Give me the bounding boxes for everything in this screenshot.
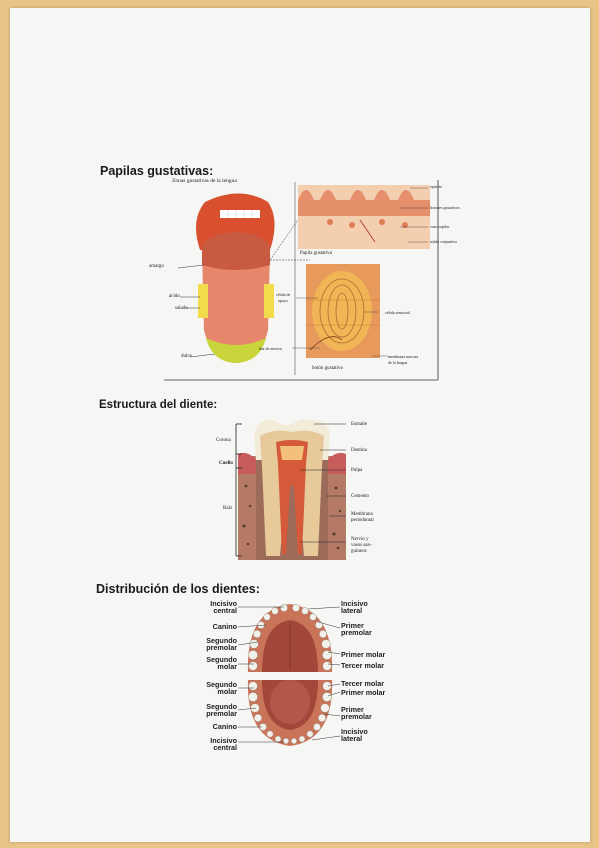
label-boton-gustativo: botón gustativo — [312, 366, 343, 371]
label-segundo-premolar-bot: Segundo premolar — [206, 702, 237, 718]
label-celula-sensorial: célula sensorial — [385, 310, 410, 315]
label-papila-gustativa: Papila gustativa — [300, 251, 332, 256]
label-primer-premolar-bot: Primer premolar — [341, 705, 372, 721]
label-salado: salado — [175, 306, 188, 311]
label-canino-top: Canino — [212, 622, 237, 631]
label-membrana-1: Membrana — [351, 512, 373, 517]
label-primer-premolar-top: Primer premolar — [341, 621, 372, 637]
dental-leader-lines — [237, 606, 341, 743]
label-incisivo-central-bot: Incisivo central — [210, 736, 237, 752]
label-haz-nervios: haz de nervios — [259, 346, 283, 351]
label-nervio-1: Nervio y — [351, 537, 369, 542]
label-segundo-molar-top: Segundo molar — [206, 655, 237, 671]
label-celula-apoyo-1: célula de — [276, 292, 291, 297]
label-cemento: Cemento — [351, 494, 370, 499]
label-pulpa: Pulpa — [351, 468, 363, 473]
label-raiz: Raíz — [223, 506, 233, 511]
label-incisivo-lateral-top: Incisivo lateral — [341, 599, 368, 615]
label-primer-molar-bot: Primer molar — [341, 688, 386, 697]
heading-distribucion: Distribución de los dientes: — [96, 582, 260, 596]
heading-diente: Estructura del diente: — [99, 399, 218, 411]
tongue-illustration — [164, 180, 439, 381]
label-botones-gustativos: botones gustativos — [430, 205, 460, 210]
label-vaso-capilar: vaso capilar — [430, 224, 450, 229]
label-membrana-mucosa-2: de la lengua — [388, 360, 408, 365]
label-dulce: dulce — [181, 354, 192, 359]
label-nervio-3: guíneos — [351, 549, 367, 554]
label-segundo-molar-bot: Segundo molar — [206, 680, 237, 696]
label-corona: Corona — [216, 438, 231, 443]
tooth-illustration — [235, 419, 346, 560]
label-tejido-conjuntivo: tejido conjuntivo — [430, 239, 458, 244]
label-incisivo-central-top: Incisivo central — [210, 599, 237, 615]
label-acido: ácido — [169, 294, 180, 299]
label-nervio-2: vasos san- — [351, 543, 372, 548]
dental-arches-illustration — [247, 604, 333, 746]
label-dentina: Dentina — [351, 448, 367, 453]
label-primer-molar-top: Primer molar — [341, 650, 386, 659]
label-segundo-premolar-top: Segundo premolar — [206, 636, 237, 652]
heading-papilas: Papilas gustativas: — [100, 164, 214, 178]
label-cuello: Cuello — [219, 461, 233, 466]
label-tercer-molar-bot: Tercer molar — [341, 679, 385, 688]
label-amargo: amargo — [149, 264, 164, 269]
label-incisivo-lateral-bot: Incisivo lateral — [341, 727, 368, 743]
label-celula-apoyo-2: apoyo — [278, 298, 288, 303]
label-esmalte: Esmalte — [351, 422, 368, 427]
label-membrana-2: periodontal — [351, 518, 374, 523]
label-canino-bot: Canino — [212, 722, 237, 731]
label-epitelio: epitelio — [430, 184, 442, 189]
label-membrana-mucosa-1: membrana mucosa — [388, 354, 419, 359]
figure-title-zonas: Zonas gustativas de la lengua — [172, 178, 237, 184]
label-tercer-molar-top: Tercer molar — [341, 661, 385, 670]
